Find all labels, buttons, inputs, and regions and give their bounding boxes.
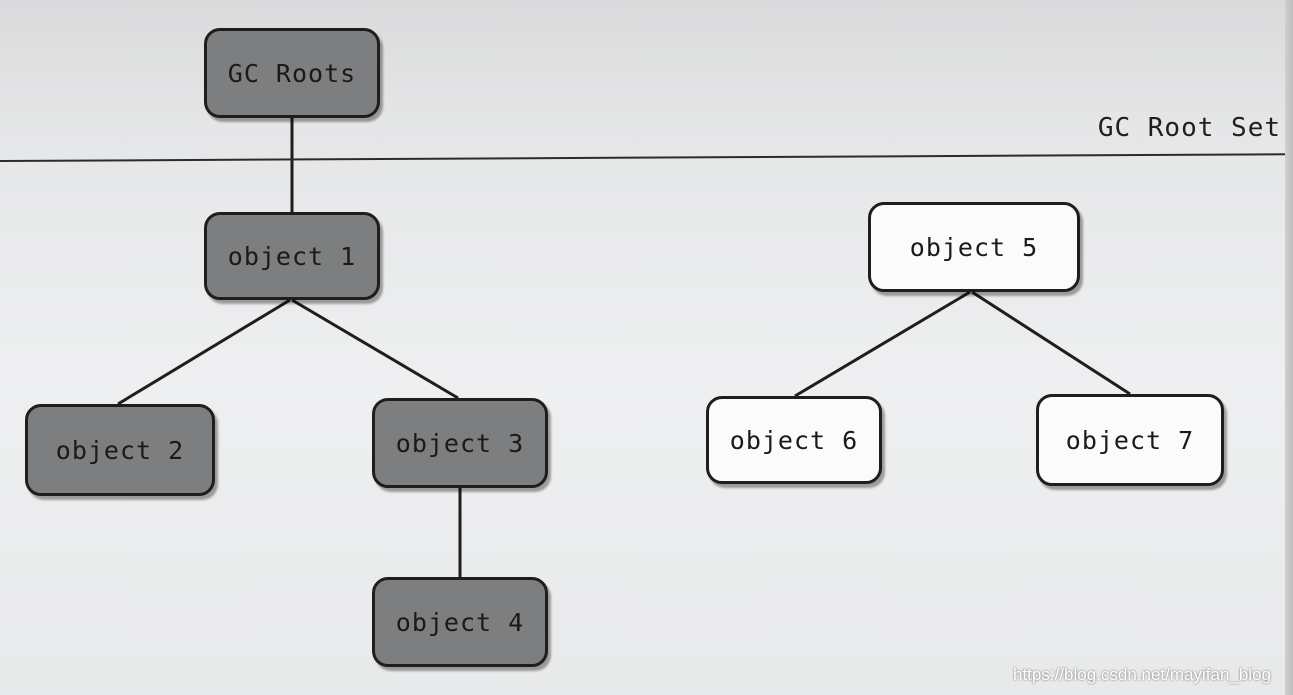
node-object-5-label: object 5 <box>909 232 1039 262</box>
node-object-1: object 1 <box>204 212 380 300</box>
node-object-7: object 7 <box>1036 394 1224 486</box>
node-object-2-label: object 2 <box>55 435 185 465</box>
node-gc-roots: GC Roots <box>204 28 380 118</box>
node-object-3-label: object 3 <box>395 428 525 458</box>
edge-object-5-object-6 <box>794 290 971 398</box>
node-object-5: object 5 <box>868 202 1080 292</box>
edge-object-1-object-2 <box>117 298 291 406</box>
page-edge <box>1285 0 1293 695</box>
edge-object-1-object-3 <box>291 298 459 400</box>
node-gc-roots-label: GC Roots <box>227 58 357 88</box>
node-object-6: object 6 <box>706 396 882 484</box>
node-object-1-label: object 1 <box>227 241 357 271</box>
node-object-3: object 3 <box>372 398 548 488</box>
edge-object-5-object-7 <box>971 290 1131 396</box>
node-object-4: object 4 <box>372 577 548 667</box>
root-set-label: GC Root Set <box>1097 113 1281 143</box>
node-object-6-label: object 6 <box>729 425 859 455</box>
node-object-2: object 2 <box>25 404 215 496</box>
watermark: https://blog.csdn.net/mayifan_blog <box>1013 665 1271 684</box>
node-object-7-label: object 7 <box>1065 425 1195 455</box>
node-object-4-label: object 4 <box>395 607 525 637</box>
